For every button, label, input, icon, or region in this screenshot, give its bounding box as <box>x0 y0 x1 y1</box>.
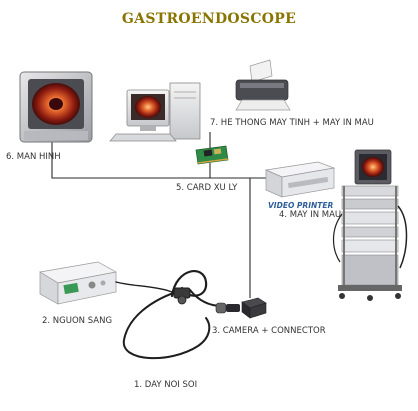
label-computer: 7. HE THONG MAY TINH + MAY IN MAU <box>210 118 374 128</box>
diagram-title: GASTROENDOSCOPE <box>121 11 297 27</box>
label-video-printer: 4. MAY IN MAU <box>279 210 342 220</box>
label-monitor: 6. MAN HINH <box>6 152 61 162</box>
crt-monitor-icon <box>19 71 93 143</box>
light-source-icon <box>39 261 118 305</box>
connection-wires <box>51 132 270 298</box>
computer-icon <box>109 82 201 142</box>
label-card: 5. CARD XU LY <box>176 183 238 193</box>
camera-icon <box>215 297 267 319</box>
label-video-printer-brand: VIDEO PRINTER <box>268 201 334 210</box>
wire-monitor-to-printer <box>51 142 270 179</box>
endoscope-icon <box>115 270 223 360</box>
label-camera: 3. CAMERA + CONNECTOR <box>212 326 326 336</box>
endoscopy-cart-icon <box>332 149 408 301</box>
inkjet-printer-icon <box>235 59 291 111</box>
video-printer-icon <box>264 161 336 198</box>
label-light-source: 2. NGUON SANG <box>42 316 113 326</box>
label-scope: 1. DAY NOI SOI <box>134 380 198 390</box>
processing-card-icon <box>195 145 229 165</box>
